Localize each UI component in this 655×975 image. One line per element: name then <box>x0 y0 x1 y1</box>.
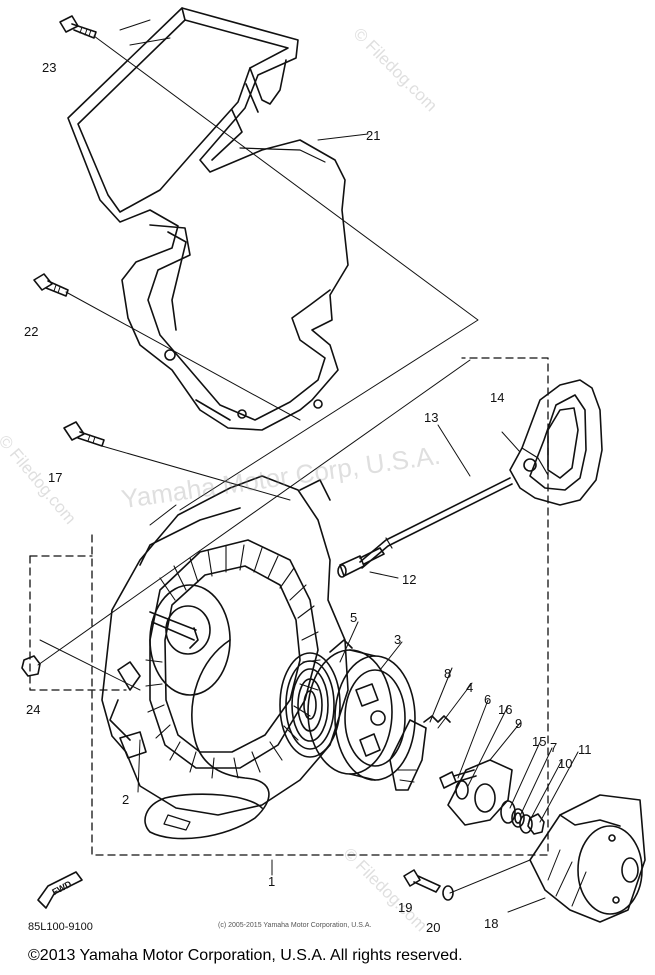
callout-4: 4 <box>466 680 474 695</box>
callout-22: 22 <box>24 324 39 339</box>
callout-18: 18 <box>484 916 499 931</box>
callout-14: 14 <box>490 390 505 405</box>
callout-13: 13 <box>424 410 439 425</box>
drive-plate-9 <box>447 759 513 826</box>
sheave-drum-3 <box>307 649 416 781</box>
assembly-boundary-1 <box>29 357 549 856</box>
bolt-17 <box>63 421 105 447</box>
washer-10 <box>519 814 533 834</box>
copyright-notice: ©2013 Yamaha Motor Corporation, U.S.A. A… <box>28 947 463 964</box>
callout-12: 12 <box>402 572 417 587</box>
callout-9: 9 <box>515 716 523 731</box>
bolt-22 <box>33 273 69 297</box>
fan-shroud-21 <box>67 7 349 431</box>
bolt-23 <box>59 15 97 39</box>
starter-handle-14 <box>509 379 603 506</box>
washer-16 <box>455 780 469 800</box>
drawing-code: 85L100-9100 <box>28 921 93 933</box>
fwd-arrow-icon: FWD <box>37 871 83 909</box>
callout-6: 6 <box>484 692 492 707</box>
nut-11 <box>527 813 545 835</box>
callout-17: 17 <box>48 470 63 485</box>
pawl-8 <box>389 719 427 791</box>
callout-5: 5 <box>350 610 358 625</box>
collar-24 <box>21 655 41 677</box>
fine-print-copyright: (c) 2005-2015 Yamaha Motor Corporation, … <box>218 922 372 929</box>
callout-15: 15 <box>532 734 547 749</box>
callout-19: 19 <box>398 900 413 915</box>
bolt-19 <box>403 869 441 893</box>
callout-24: 24 <box>26 702 41 717</box>
washer-20 <box>442 885 454 901</box>
callout-21: 21 <box>366 128 381 143</box>
callout-3: 3 <box>394 632 402 647</box>
callout-1: 1 <box>268 874 276 889</box>
callout-7: 7 <box>550 740 558 755</box>
callout-11: 11 <box>578 742 592 757</box>
washer-15 <box>500 800 516 824</box>
callout-10: 10 <box>558 756 573 771</box>
shaft-12 <box>337 547 385 578</box>
leader-lines <box>37 35 579 913</box>
callout-16: 16 <box>498 702 513 717</box>
callout-23: 23 <box>42 60 57 75</box>
callout-20: 20 <box>426 920 441 935</box>
starter-pulley-18 <box>529 794 646 923</box>
callout-8: 8 <box>444 666 452 681</box>
callout-2: 2 <box>122 792 130 807</box>
starter-rope-coil <box>144 639 270 840</box>
